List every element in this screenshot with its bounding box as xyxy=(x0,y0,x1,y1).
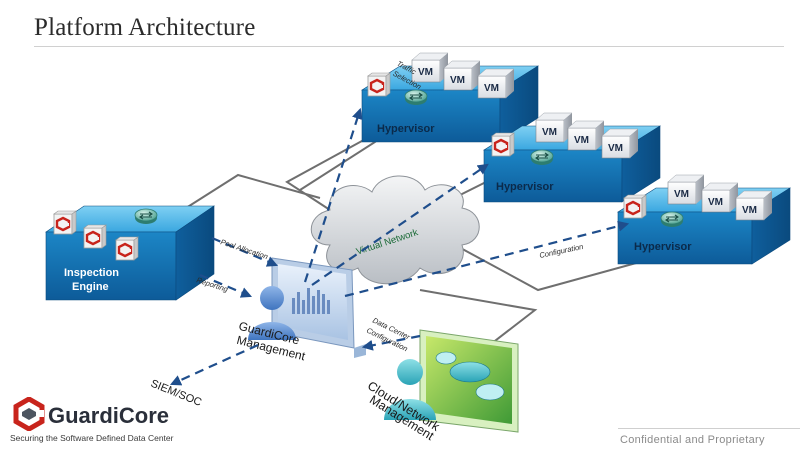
hypervisor-1: VM VM VM Hypervisor xyxy=(360,52,540,143)
hypervisor-3: VM VM VM Hypervisor xyxy=(616,174,792,265)
vm-label: VM xyxy=(418,67,433,78)
inspection-engine: Inspection Engine xyxy=(45,205,215,301)
hypervisor-label: Hypervisor xyxy=(634,241,692,253)
security-card-icon xyxy=(114,235,140,262)
vm-label: VM xyxy=(708,197,723,208)
reporting-label: Reporting xyxy=(195,275,229,294)
configuration-label: Configuration xyxy=(539,242,585,260)
virtual-switch-icon xyxy=(660,211,684,228)
confidential-footer: Confidential and Proprietary xyxy=(620,434,765,446)
inspection-engine-label-line1: Inspection xyxy=(64,267,119,279)
guardicore-logo: GuardiCore Securing the Software Defined… xyxy=(10,395,210,447)
hypervisor-2: VM VM VM Hypervisor xyxy=(482,112,662,203)
arrow-reporting xyxy=(199,273,253,298)
cloud-network-management: Cloud/Network Management xyxy=(365,329,519,443)
arrow-data-center-config xyxy=(361,334,421,351)
security-card-icon xyxy=(82,223,108,250)
logo-wordmark: GuardiCore xyxy=(48,403,170,428)
guardicore-management: GuardiCore Management xyxy=(235,257,366,364)
vm-label: VM xyxy=(450,75,465,86)
logo-tagline: Securing the Software Defined Data Cente… xyxy=(10,433,174,443)
security-card-icon xyxy=(490,131,516,158)
vm-label: VM xyxy=(574,135,589,146)
vm-group-3: VM VM VM xyxy=(667,174,773,221)
vm-label: VM xyxy=(608,143,623,154)
flow-arrows xyxy=(169,107,630,386)
virtual-switch-icon xyxy=(404,89,428,106)
security-card-icon xyxy=(366,71,392,98)
vm-group-1: VM VM VM xyxy=(411,52,515,99)
virtual-switch-icon xyxy=(530,149,554,166)
footer-divider xyxy=(618,428,800,429)
arrow-traffic-hypervisor-1 xyxy=(303,107,363,283)
inspection-engine-label-line2: Engine xyxy=(72,281,109,293)
link-network-cloud-mgmt xyxy=(419,289,538,355)
link-engine-network xyxy=(174,173,321,216)
virtual-switch-icon xyxy=(134,208,158,225)
title-divider xyxy=(34,46,784,47)
hypervisor-label: Hypervisor xyxy=(377,123,435,135)
vm-group-2: VM VM VM xyxy=(535,112,639,159)
guardicore-logo-icon xyxy=(13,397,45,431)
vm-label: VM xyxy=(484,83,499,94)
vm-label: VM xyxy=(742,205,757,216)
security-card-icon xyxy=(52,209,78,236)
arrow-traffic-hypervisor-2 xyxy=(311,163,489,286)
arrow-pool-allocation xyxy=(211,236,279,267)
bar-chart-icon xyxy=(292,288,330,314)
slide-title: Platform Architecture xyxy=(34,14,256,41)
operator-avatar-icon xyxy=(397,359,423,385)
vm-label: VM xyxy=(674,189,689,200)
hypervisor-label: Hypervisor xyxy=(496,181,554,193)
security-card-icon xyxy=(622,193,648,220)
cloud-icon xyxy=(449,361,491,383)
arrow-siem-export xyxy=(169,343,259,386)
pool-allocation-label: Pool Allocation xyxy=(219,237,269,261)
arrow-configuration-hypervisor-3 xyxy=(344,220,630,298)
vm-label: VM xyxy=(542,127,557,138)
admin-avatar-icon xyxy=(260,286,284,310)
